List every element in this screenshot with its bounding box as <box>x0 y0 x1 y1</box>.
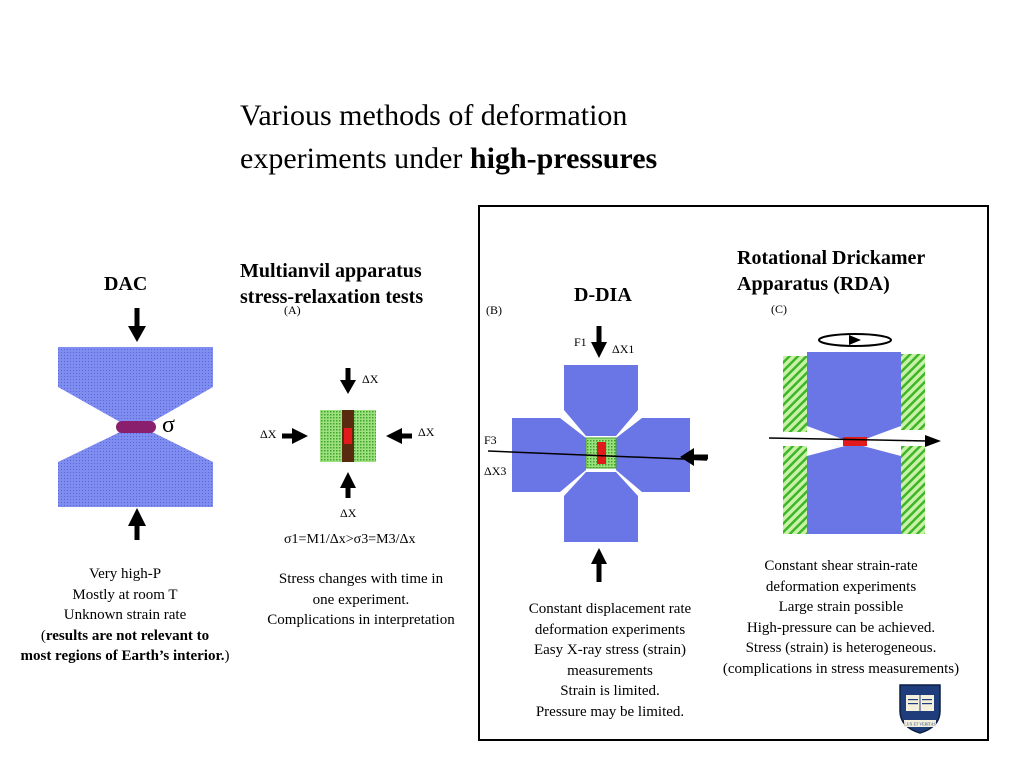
ddia-desc-line: Pressure may be limited. <box>535 703 685 720</box>
ddia-sample <box>597 442 606 464</box>
rda-heading-line-2: Apparatus (RDA) <box>737 273 890 295</box>
ddia-right-anvil <box>616 418 690 492</box>
rda-heading: Rotational Drickamer Apparatus (RDA) <box>737 245 925 297</box>
multianvil-desc-line: Complications in interpretation <box>267 612 455 628</box>
multianvil-top-arrow <box>340 380 356 394</box>
ddia-bottom-arrow <box>591 548 607 564</box>
rda-rotation-arrow <box>818 333 892 347</box>
f1-label: F1 <box>574 335 587 349</box>
rda-heading-line-1: Rotational Drickamer <box>737 247 926 269</box>
dac-desc-bold-2: most regions of Earth’s interior.) <box>0 646 250 667</box>
rda-right-hatch-top <box>901 354 925 430</box>
multianvil-heading: Multianvil apparatus stress-relaxation t… <box>240 258 423 310</box>
rda-diagram <box>768 333 941 534</box>
rda-desc-line: Stress (strain) is heterogeneous. <box>745 640 937 656</box>
dac-top-arrow-head <box>128 326 146 342</box>
dx-label-left: ΔX <box>260 427 277 441</box>
dx-label-bottom: ΔX <box>340 506 357 520</box>
panel-label-a: (A) <box>284 303 301 317</box>
dac-sample <box>116 421 156 433</box>
close-paren: ) <box>224 648 230 664</box>
rda-desc-line: High-pressure can be achieved. <box>746 619 936 636</box>
bold-text: most regions of Earth’s interior. <box>20 648 225 664</box>
university-shield-logo: LUX ET VERITAS <box>899 684 941 734</box>
rda-rotation-arrowhead <box>849 335 861 345</box>
dac-desc-line: Mostly at room T <box>72 586 178 603</box>
ddia-right-arrow <box>680 448 694 466</box>
panel-label-c: (C) <box>771 302 787 316</box>
rda-description: Constant shear strain-rate deformation e… <box>700 556 982 679</box>
dx-label-right: ΔX <box>418 425 435 439</box>
logo-motto: LUX ET VERITAS <box>904 722 936 727</box>
multianvil-right-arrow <box>386 428 402 444</box>
multianvil-desc-line: Stress changes with time in <box>278 571 444 587</box>
multianvil-formula: σ1=M1/Δx>σ3=M3/Δx <box>284 532 416 547</box>
multianvil-heading-line-2: stress-relaxation tests <box>240 286 424 308</box>
multianvil-desc-line: one experiment. <box>312 591 410 608</box>
ddia-heading: D-DIA <box>574 284 632 306</box>
ddia-top-anvil <box>564 365 638 436</box>
multianvil-left-arrow <box>292 428 308 444</box>
ddia-desc-line: Constant displacement rate <box>528 601 692 617</box>
multianvil-bottom-arrow <box>340 472 356 488</box>
rda-desc-line: (complications in stress measurements) <box>722 660 960 677</box>
rda-desc-line: Constant shear strain-rate <box>764 558 918 574</box>
ddia-desc-line: measurements <box>567 662 653 679</box>
rda-right-hatch-bottom <box>901 446 925 534</box>
open-paren: ( <box>40 627 46 644</box>
multianvil-sample <box>344 428 352 444</box>
dac-upper-anvil <box>58 347 213 422</box>
ddia-top-arrow <box>591 342 607 358</box>
ddia-desc-line: Strain is limited. <box>560 683 660 699</box>
dx3-label: ΔX3 <box>484 464 506 478</box>
rda-desc-line: deformation experiments <box>765 578 917 595</box>
bold-text: results are not relevant to <box>45 627 210 644</box>
title-line-1: Various methods of deformation <box>240 99 628 132</box>
dac-description: Very high-P Mostly at room T Unknown str… <box>0 564 250 667</box>
rda-desc-line: Large strain possible <box>778 599 904 615</box>
rda-upper-anvil <box>807 352 901 440</box>
dx1-label: ΔX1 <box>612 342 634 356</box>
rda-left-hatch-top <box>783 356 807 432</box>
ddia-description: Constant displacement rate deformation e… <box>500 599 720 722</box>
dx-label-top: ΔX <box>362 372 379 386</box>
dac-heading: DAC <box>104 273 148 295</box>
ddia-desc-line: deformation experiments <box>534 621 686 638</box>
multianvil-description: Stress changes with time in one experime… <box>250 569 472 631</box>
multianvil-heading-line-1: Multianvil apparatus <box>240 260 422 282</box>
panel-label-b: (B) <box>486 303 502 317</box>
dac-bottom-arrow-head <box>128 508 146 526</box>
title-line-2: experiments under high-pressures <box>240 137 657 180</box>
rda-beam-arrowhead <box>925 435 941 447</box>
title-line-2-bold: high-pressures <box>469 142 658 175</box>
highlight-frame <box>478 205 989 741</box>
ddia-xray-beam <box>487 450 708 461</box>
ddia-desc-line: Easy X-ray stress (strain) <box>533 642 687 658</box>
title-line-2-normal: experiments under <box>240 142 470 175</box>
dac-diagram: σ <box>58 308 213 540</box>
dac-sigma-label: σ <box>162 412 175 438</box>
ddia-left-anvil <box>512 418 586 492</box>
rda-xray-beam <box>768 437 928 442</box>
ddia-diagram: F1 ΔX1 F3 ΔX3 <box>484 326 708 582</box>
rda-left-hatch-bottom <box>783 446 807 534</box>
multianvil-diagram: ΔX ΔX ΔX ΔX <box>260 368 435 520</box>
rda-lower-anvil <box>807 446 901 534</box>
dac-desc-line: Unknown strain rate <box>63 607 187 623</box>
slide-title: Various methods of deformation experimen… <box>240 94 657 180</box>
dac-desc-bold-1: (results are not relevant to <box>0 626 250 647</box>
f3-label: F3 <box>484 433 497 447</box>
dac-desc-line: Very high-P <box>88 566 162 582</box>
dac-lower-anvil <box>58 432 213 507</box>
rda-sample <box>843 437 867 446</box>
ddia-bottom-anvil <box>564 472 638 542</box>
